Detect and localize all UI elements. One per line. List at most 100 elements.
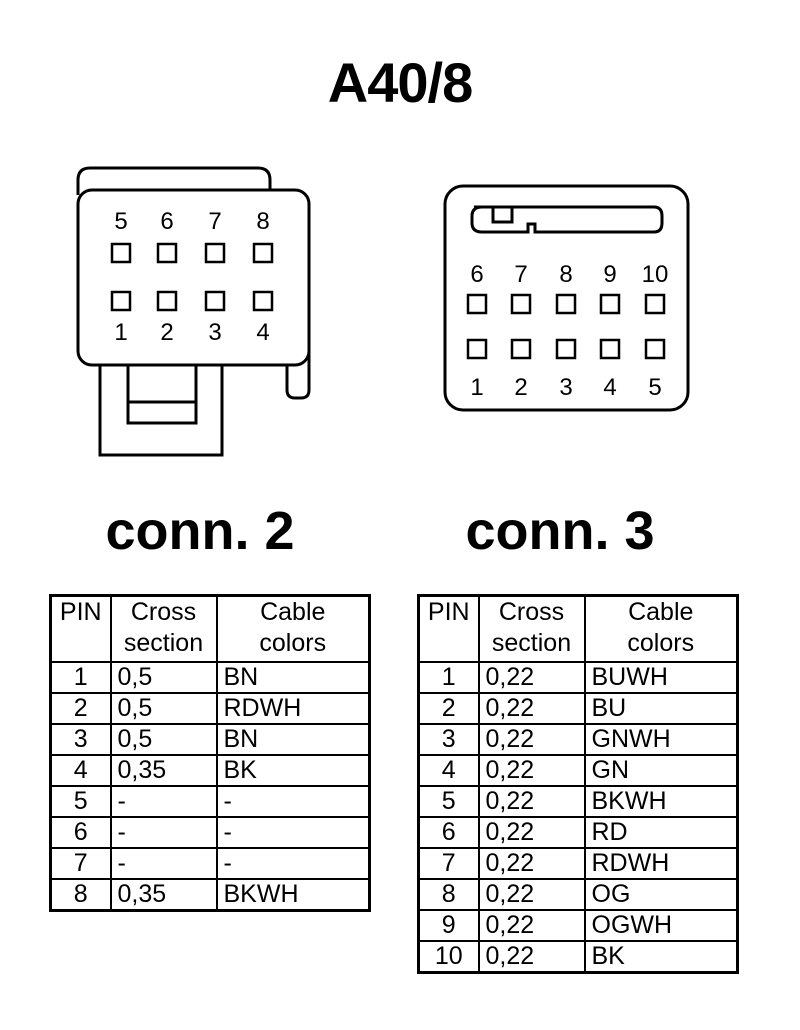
pin-socket <box>156 242 178 264</box>
cross-section-cell: 0,22 <box>477 940 586 974</box>
pin-cell: 7 <box>417 847 480 880</box>
cable-color-cell: - <box>215 847 371 880</box>
cable-color-cell: GNWH <box>583 723 739 756</box>
page-title: A40/8 <box>327 51 473 114</box>
pin-number-label: 1 <box>470 374 483 401</box>
pin-cell: 7 <box>49 847 112 880</box>
pin-socket <box>466 338 488 360</box>
pin-socket <box>110 290 132 312</box>
pin-number-label: 4 <box>256 319 269 346</box>
cross-section-cell: 0,35 <box>109 878 218 912</box>
pin-socket <box>252 242 274 264</box>
table-header-row: PIN Cross section Cable colors <box>417 594 739 663</box>
pin-socket <box>252 290 274 312</box>
pin-socket <box>599 293 621 315</box>
pin-number-label: 2 <box>514 374 527 401</box>
pin-number-label: 7 <box>208 208 221 235</box>
cable-color-cell: BN <box>215 661 371 694</box>
cross-section-cell: 0,22 <box>477 816 586 849</box>
pin-number-label: 6 <box>470 261 483 288</box>
cable-color-cell: RDWH <box>215 692 371 725</box>
cable-color-cell: OGWH <box>583 909 739 942</box>
pin-cell: 4 <box>417 754 480 787</box>
header-pin: PIN <box>49 594 112 663</box>
pin-socket <box>156 290 178 312</box>
pin-cell: 2 <box>417 692 480 725</box>
pin-number-label: 7 <box>514 261 527 288</box>
pin-number-label: 6 <box>160 208 173 235</box>
pin-number-label: 5 <box>114 208 127 235</box>
cross-section-cell: 0,22 <box>477 878 586 911</box>
cable-color-cell: BKWH <box>215 878 371 912</box>
cross-section-cell: - <box>109 847 218 880</box>
connector-2-label: conn. 2 <box>105 501 295 561</box>
pin-socket <box>510 293 532 315</box>
header-pin: PIN <box>417 594 480 663</box>
pin-number-label: 1 <box>114 319 127 346</box>
pin-cell: 3 <box>417 723 480 756</box>
pin-cell: 8 <box>417 878 480 911</box>
header-cable-colors: Cable colors <box>215 594 371 663</box>
pin-cell: 1 <box>417 661 480 694</box>
pin-number-label: 9 <box>603 261 616 288</box>
pin-number-label: 2 <box>160 319 173 346</box>
cross-section-cell: 0,22 <box>477 909 586 942</box>
pin-socket <box>466 293 488 315</box>
cable-color-cell: - <box>215 785 371 818</box>
pin-cell: 5 <box>49 785 112 818</box>
pin-number-label: 3 <box>208 319 221 346</box>
cross-section-cell: 0,22 <box>477 661 586 694</box>
connector-2-drawing <box>76 166 311 457</box>
cross-section-cell: 0,22 <box>477 847 586 880</box>
cable-color-cell: RD <box>583 816 739 849</box>
pin-cell: 6 <box>417 816 480 849</box>
cross-section-cell: 0,22 <box>477 692 586 725</box>
cross-section-cell: 0,22 <box>477 785 586 818</box>
pin-number-label: 8 <box>256 208 269 235</box>
pin-socket <box>644 293 666 315</box>
pin-cell: 4 <box>49 754 112 787</box>
cable-color-cell: BU <box>583 692 739 725</box>
header-cross-section: Cross section <box>477 594 586 663</box>
pin-cell: 2 <box>49 692 112 725</box>
pin-number-label: 3 <box>559 374 572 401</box>
cable-color-cell: OG <box>583 878 739 911</box>
pin-socket <box>555 338 577 360</box>
pin-number-label: 4 <box>603 374 616 401</box>
cross-section-cell: 0,35 <box>109 754 218 787</box>
cable-color-cell: BKWH <box>583 785 739 818</box>
pin-socket <box>644 338 666 360</box>
pin-number-label: 8 <box>559 261 572 288</box>
cable-color-cell: BK <box>215 754 371 787</box>
connector-2-pins: 5 1 6 2 7 3 8 4 <box>110 208 274 346</box>
connector-3-pins: 6 1 7 2 8 3 9 4 10 5 <box>466 261 669 401</box>
pin-cell: 1 <box>49 661 112 694</box>
connector-3-drawing <box>443 184 690 412</box>
cable-color-cell: BUWH <box>583 661 739 694</box>
pin-number-label: 5 <box>648 374 661 401</box>
cable-color-cell: GN <box>583 754 739 787</box>
cross-section-cell: 0,5 <box>109 723 218 756</box>
pin-number-label: 10 <box>642 261 669 288</box>
pin-cell: 8 <box>49 878 112 912</box>
header-cross-section: Cross section <box>109 594 218 663</box>
pin-socket <box>204 242 226 264</box>
cross-section-cell: 0,5 <box>109 661 218 694</box>
pin-socket <box>599 338 621 360</box>
pin-socket <box>204 290 226 312</box>
header-cable-colors: Cable colors <box>583 594 739 663</box>
cable-color-cell: BN <box>215 723 371 756</box>
